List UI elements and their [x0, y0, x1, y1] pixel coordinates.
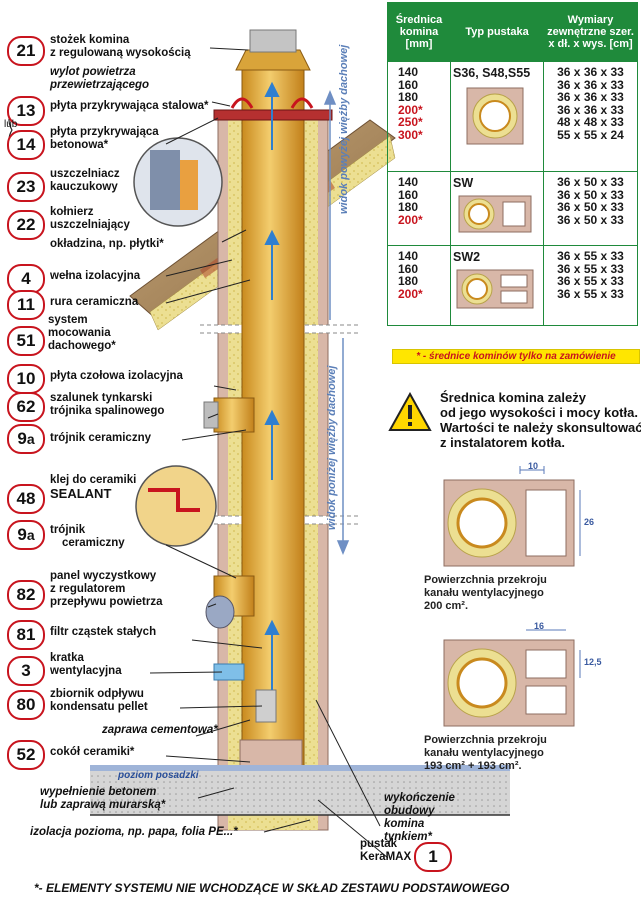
footer-note: *- ELEMENTY SYSTEMU NIE WCHODZĄCE W SKŁA… [34, 881, 510, 895]
block-type-name: S36, S48,S55 [453, 66, 531, 80]
callout-14: 14 [7, 130, 45, 160]
label-9a-top: trójnik ceramiczny [50, 432, 151, 444]
label-poziom: poziom posadzki [118, 770, 199, 781]
callout-13: 13 [7, 96, 45, 126]
block-section-icon [466, 87, 524, 145]
dim-b-side: 12,5 [584, 657, 602, 667]
label-11: rura ceramiczna [50, 296, 139, 308]
label-lub: lub [4, 119, 18, 130]
caption-a: Powierzchnia przekroju kanału wentylacyj… [424, 574, 547, 612]
label-zaprawa: zaprawa cementowa* [102, 724, 218, 736]
label-izolacja: izolacja pozioma, np. papa, folia PE...* [30, 826, 238, 838]
callout-9a-bottom: 9a [7, 520, 45, 550]
section-b-diagram [443, 629, 581, 727]
callout-80: 80 [7, 690, 45, 720]
callout-10: 10 [7, 364, 45, 394]
warning-icon [388, 392, 432, 431]
block-type-name: SW [453, 176, 474, 190]
label-52: cokół ceramiki* [50, 746, 135, 758]
spec-table: Średnica komina [mm] Typ pustaka Wymiary… [387, 2, 638, 326]
block-section-icon [458, 195, 532, 233]
callout-48: 48 [7, 484, 45, 514]
callout-52: 52 [7, 740, 45, 770]
callout-51: 51 [7, 326, 45, 356]
label-view-above: widok powyżej więźby dachowej [338, 44, 350, 214]
header-dims: Wymiary zewnętrzne szer. x dł. x wys. [c… [543, 2, 638, 62]
warning-text: Średnica komina zależy od jego wysokości… [440, 390, 641, 450]
callout-81: 81 [7, 620, 45, 650]
callout-23: 23 [7, 172, 45, 202]
block-type-name: SW2 [453, 250, 481, 264]
label-okladzina: okładzina, np. płytki* [50, 238, 164, 250]
callout-9a-top: 9a [7, 424, 45, 454]
header-type: Typ pustaka [450, 2, 544, 62]
caption-b: Powierzchnia przekroju kanału wentylacyj… [424, 734, 547, 772]
callout-22: 22 [7, 210, 45, 240]
callout-3: 3 [7, 656, 45, 686]
order-only-note: * - średnice kominów tylko na zamówienie [392, 349, 640, 364]
label-4: wełna izolacyjna [50, 270, 141, 282]
dim-a-top: 10 [528, 461, 539, 471]
callout-21: 21 [7, 36, 45, 66]
dim-a-side: 26 [584, 517, 595, 527]
dim-b-top: 16 [534, 621, 545, 631]
label-81: filtr cząstek stałych [50, 626, 157, 638]
callout-82: 82 [7, 580, 45, 610]
callout-11: 11 [7, 290, 45, 320]
label-13: płyta przykrywająca stalowa* [50, 100, 209, 112]
section-a-diagram [443, 466, 581, 567]
label-view-below: widok poniżej więźby dachowej [326, 365, 338, 530]
callout-1: 1 [414, 842, 452, 872]
label-10: płyta czołowa izolacyjna [50, 370, 183, 382]
callout-62: 62 [7, 392, 45, 422]
block-section-icon [456, 269, 534, 309]
header-diameter: Średnica komina [mm] [387, 2, 451, 62]
